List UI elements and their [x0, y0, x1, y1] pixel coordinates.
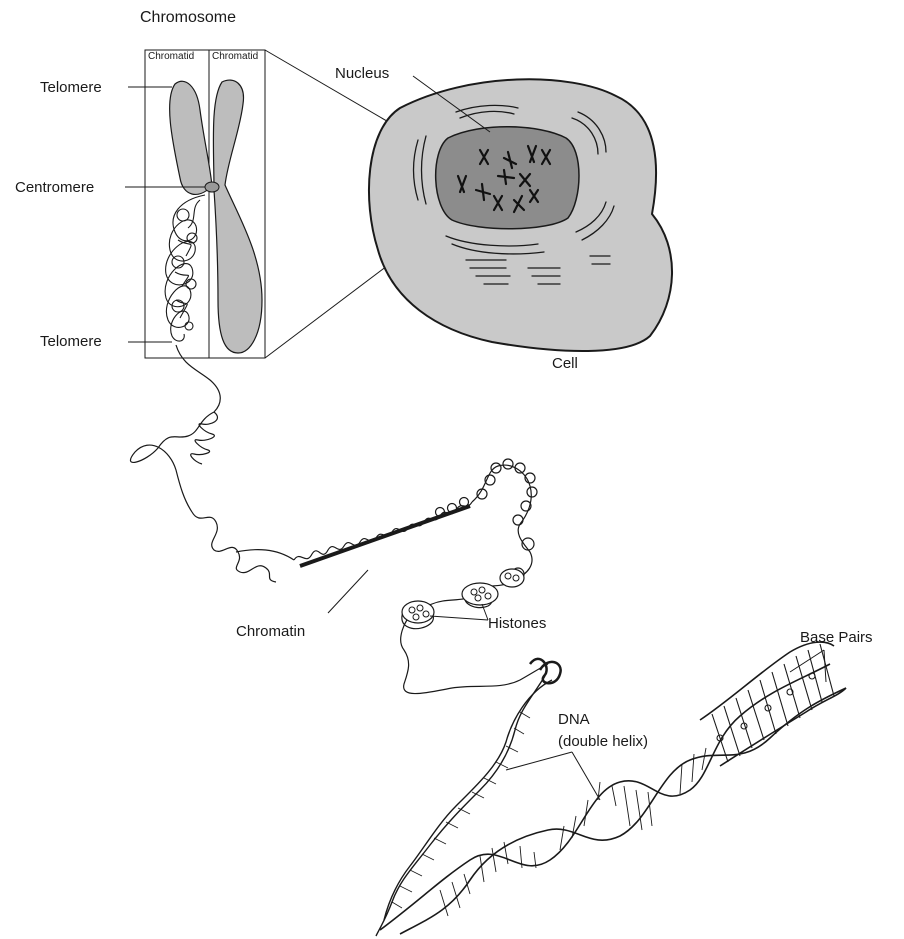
dna-leader-1	[506, 752, 572, 770]
base-pairs-leader-1	[790, 650, 824, 672]
supercoil-loop	[130, 412, 214, 512]
centromere-label: Centromere	[15, 180, 94, 195]
dna-subtitle-label: (double helix)	[558, 734, 648, 749]
nucleosome-beads	[436, 459, 538, 580]
wide-helix-rungs	[440, 748, 706, 916]
chromatid-left-shape	[170, 81, 212, 194]
base-pairs-label: Base Pairs	[800, 630, 873, 645]
telomere-bottom-label: Telomere	[40, 334, 102, 349]
telomere-top-label: Telomere	[40, 80, 102, 95]
histones-leader-1	[430, 616, 488, 620]
nucleus-label: Nucleus	[335, 66, 389, 81]
chromatin-label: Chromatin	[236, 624, 305, 639]
thin-helix-strand-a	[376, 676, 545, 936]
coil-springs-lower	[192, 512, 276, 582]
chromatid-right-shape	[213, 80, 262, 353]
chromosome-figure	[125, 50, 265, 358]
beads-string	[472, 465, 532, 580]
cell-label: Cell	[552, 356, 578, 371]
chromatin-strand	[130, 345, 537, 613]
condensed-fiber	[294, 502, 472, 560]
chromatin-leader	[328, 570, 368, 613]
wide-helix-strand-b	[400, 688, 846, 934]
centromere-knot	[205, 182, 219, 192]
wide-helix-strand-a	[380, 664, 830, 930]
chromatid-left-label: Chromatid	[148, 52, 194, 62]
chromosome-label: Chromosome	[140, 10, 236, 26]
histone-2	[462, 583, 498, 605]
coiled-chromatin-in-chromatid	[165, 195, 205, 341]
dna-label: DNA	[558, 712, 590, 727]
dna-double-helix	[376, 642, 846, 936]
dna-leader-2	[572, 752, 600, 800]
cell-figure	[369, 76, 672, 351]
chromatid-right-label: Chromatid	[212, 52, 258, 62]
histones-label: Histones	[488, 616, 546, 631]
histone-3	[500, 569, 524, 587]
chromatin-connector	[236, 550, 294, 560]
thin-fiber-top	[176, 345, 220, 412]
ladder-top-rail	[700, 642, 834, 720]
